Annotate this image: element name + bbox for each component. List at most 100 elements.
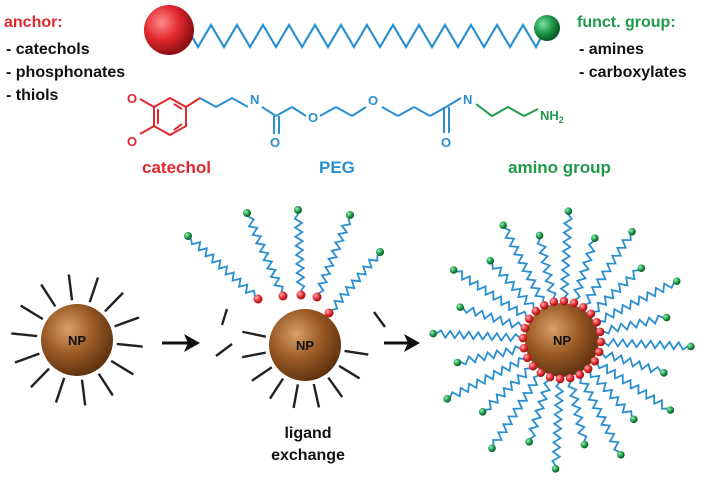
anchor-sphere	[144, 5, 194, 55]
functional-group-bead	[629, 415, 638, 424]
functional-group-bead	[184, 232, 192, 240]
atom-nh2: NH2	[540, 108, 564, 125]
original-ligand	[14, 352, 40, 364]
anchor-bead	[536, 368, 546, 378]
functionalized-ligand-chain	[536, 237, 557, 300]
functionalized-ligand-chain	[459, 345, 522, 366]
np-label-1: NP	[68, 333, 86, 348]
functional-group-bead	[687, 342, 695, 351]
anchor-bead	[583, 364, 593, 374]
anchor-bead	[518, 333, 528, 343]
anchor-bead	[578, 302, 588, 312]
np-label-2: NP	[296, 338, 314, 353]
original-ligand	[114, 316, 140, 328]
functional-group-bead	[488, 444, 496, 453]
np-functionalized-ligands	[429, 207, 695, 473]
functionalized-ligand-chain	[567, 380, 588, 443]
functionalized-ligand-chain	[589, 371, 633, 418]
atom-o-carbonyl-2: O	[441, 135, 451, 150]
anchor-bead	[590, 356, 600, 366]
functionalized-ligand-chain	[462, 306, 523, 330]
anchor-bead	[565, 373, 575, 383]
original-ligand	[241, 351, 266, 359]
peg-structure	[199, 96, 462, 134]
original-ligand	[251, 366, 273, 382]
functional-group-bead	[443, 395, 451, 403]
functional-group-bead	[525, 438, 533, 446]
functional-group-bead	[453, 358, 462, 367]
original-ligand	[40, 283, 57, 308]
functional-group-bead	[637, 264, 646, 273]
label-peg: PEG	[319, 158, 355, 177]
functional-group-bead	[376, 248, 384, 256]
anchor-bead	[595, 327, 605, 337]
np-label-3: NP	[553, 333, 571, 348]
anchor-title: anchor:	[4, 14, 63, 31]
functional-item-carboxylates: - carboxylates	[579, 64, 687, 81]
functional-group-bead	[662, 313, 671, 322]
functional-group-bead	[294, 206, 302, 214]
anchor-bead	[545, 372, 555, 382]
original-ligand	[11, 332, 38, 338]
anchor-bead	[539, 300, 549, 310]
functionalized-ligand-chain	[603, 337, 689, 351]
functional-group-bead	[486, 256, 495, 265]
original-ligand	[242, 330, 267, 338]
process-label-line2: exchange	[271, 447, 345, 464]
functional-group-title: funct. group:	[577, 14, 676, 31]
new-ligand-chain	[190, 238, 256, 297]
functional-group-bead	[591, 234, 599, 242]
np-original-ligands	[11, 274, 143, 406]
chemical-structure: O O N O O O O N N	[127, 91, 564, 150]
new-ligand-chain	[331, 255, 379, 311]
functionalized-ligand-chain	[584, 234, 632, 306]
functionalized-ligand-chain	[504, 227, 545, 303]
np-exchange-old-ligands	[241, 330, 369, 409]
functionalized-ligand-chain	[599, 282, 675, 323]
anchor-bead	[278, 291, 288, 301]
anchor-bead	[549, 297, 559, 307]
functionalized-ligand-chain	[484, 367, 531, 411]
label-catechol: catechol	[142, 158, 211, 177]
amino-chain-structure	[475, 103, 539, 118]
original-ligand	[338, 364, 361, 380]
functional-group-bead	[243, 209, 251, 217]
anchor-bead	[586, 309, 596, 319]
np-exchange-free-ligands	[215, 308, 386, 357]
ligand-chain	[184, 22, 547, 50]
functionalized-ligand-chain	[559, 213, 573, 299]
np-functionalized-anchors	[518, 296, 606, 384]
original-ligand	[104, 291, 124, 313]
original-ligand	[54, 377, 66, 403]
anchor-bead	[253, 294, 263, 304]
functionalized-ligand-chain	[593, 269, 640, 313]
anchor-bead	[559, 296, 569, 306]
functional-group-bead	[580, 440, 589, 449]
anchor-item-phosphonates: - phosphonates	[6, 64, 125, 81]
original-ligand	[67, 274, 74, 301]
original-ligand	[20, 304, 44, 321]
original-ligand	[97, 372, 114, 397]
functionalized-ligand-chain	[492, 374, 540, 446]
anchor-bead	[575, 370, 585, 380]
anchor-bead	[296, 290, 306, 300]
np-exchange-new-ligands	[184, 206, 384, 311]
functionalized-ligand-chain	[602, 314, 665, 335]
functionalized-ligand-chain	[551, 381, 565, 467]
atom-n-amide-1: N	[250, 92, 259, 107]
anchor-bead	[524, 314, 534, 324]
original-ligand	[268, 377, 285, 400]
nanoparticle-3	[525, 303, 599, 377]
anchor-bead	[528, 361, 538, 371]
functional-group-sphere	[534, 15, 560, 41]
anchor-bead	[594, 347, 604, 357]
functionalized-ligand-chain	[528, 379, 552, 440]
anchor-legend: anchor: - catechols - phosphonates - thi…	[4, 14, 125, 104]
functional-group-bead	[660, 369, 668, 377]
nanoparticle-2	[269, 309, 341, 381]
anchor-bead	[520, 323, 530, 333]
functionalized-ligand-chain	[456, 270, 528, 318]
functionalized-ligand-chain	[572, 240, 596, 301]
functional-group-bead	[429, 329, 437, 338]
arrow-right-icon	[162, 334, 200, 352]
